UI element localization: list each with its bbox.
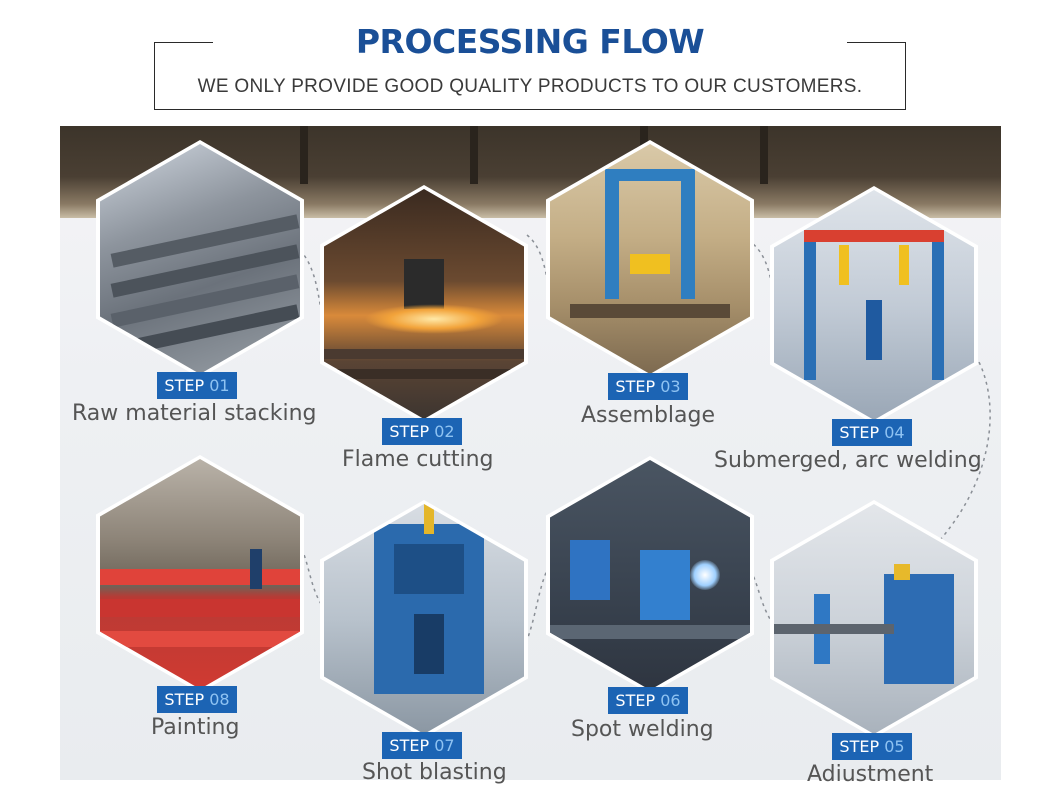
page-title: PROCESSING FLOW <box>355 22 705 61</box>
step-caption-05: Adiustment <box>807 762 934 787</box>
step-caption-02: Flame cutting <box>342 447 494 472</box>
ceiling-beam <box>470 126 478 184</box>
step-caption-03: Assemblage <box>581 403 715 428</box>
step-badge-07: STEP 07 <box>382 732 462 759</box>
gantry-welding-machine-photo <box>774 190 974 420</box>
step-caption-08: Painting <box>151 715 240 740</box>
header-frame <box>154 42 906 110</box>
step-caption-04: Submerged, arc welding <box>714 448 982 473</box>
step-badge-06: STEP 06 <box>608 687 688 714</box>
step-caption-01: Raw material stacking <box>72 401 317 426</box>
step-badge-02: STEP 02 <box>382 418 462 445</box>
ceiling-beam <box>300 126 308 184</box>
flame-cutting-sparks-photo <box>324 189 524 419</box>
page-subtitle: WE ONLY PROVIDE GOOD QUALITY PRODUCTS TO… <box>197 76 863 97</box>
step-badge-04: STEP 04 <box>832 419 912 446</box>
step-caption-06: Spot welding <box>571 717 714 742</box>
step-badge-01: STEP 01 <box>157 372 237 399</box>
step-badge-05: STEP 05 <box>832 733 912 760</box>
ceiling-beam <box>760 126 768 184</box>
step-badge-03: STEP 03 <box>608 373 688 400</box>
step-badge-08: STEP 08 <box>157 686 237 713</box>
step-caption-07: Shot blasting <box>362 760 507 785</box>
